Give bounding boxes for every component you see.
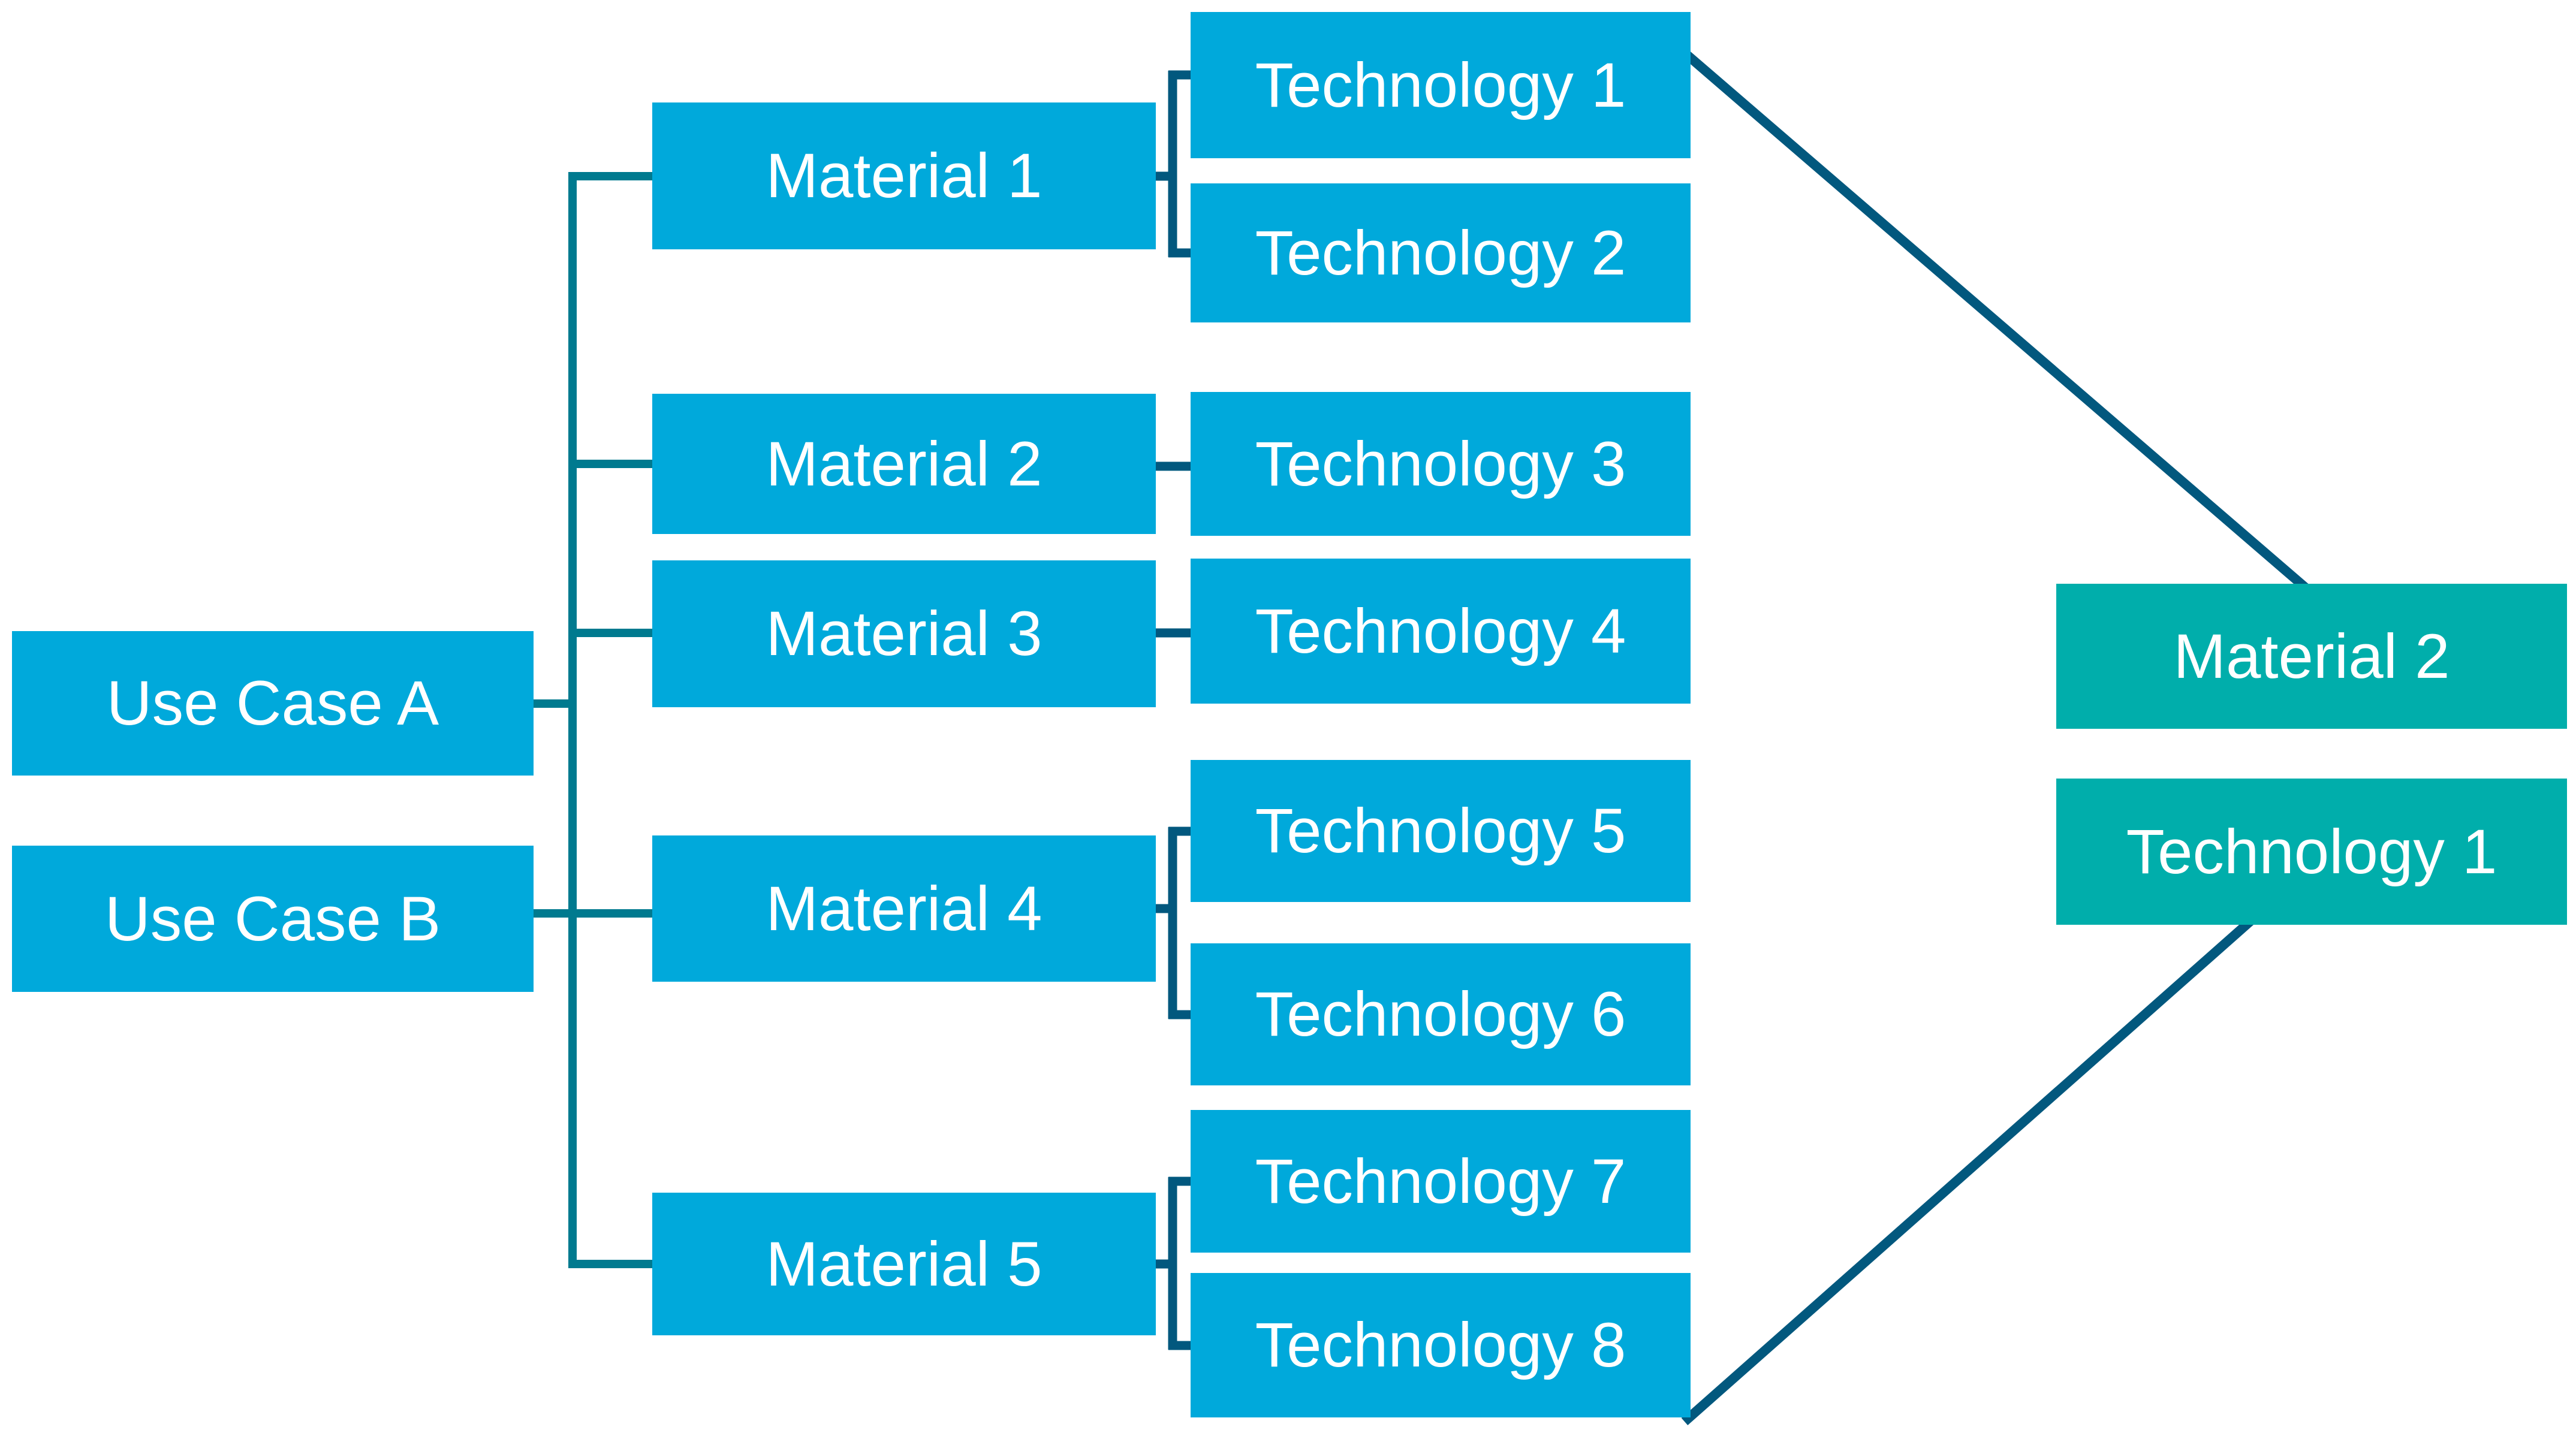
material-5-label: Material 5	[766, 1229, 1043, 1299]
right-material-2-box: Material 2	[2056, 584, 2567, 729]
use-case-a-box: Use Case A	[12, 631, 534, 776]
material-5-box: Material 5	[652, 1193, 1156, 1335]
technology-1-label: Technology 1	[1255, 50, 1626, 120]
technology-8-box: Technology 8	[1191, 1273, 1691, 1417]
technology-7-box: Technology 7	[1191, 1110, 1691, 1253]
material-1-label: Material 1	[766, 141, 1043, 211]
technology-7-label: Technology 7	[1255, 1146, 1626, 1217]
material-3-box: Material 3	[652, 560, 1156, 707]
technology-3-label: Technology 3	[1255, 429, 1626, 499]
technology-6-box: Technology 6	[1191, 943, 1691, 1085]
use-case-a-label: Use Case A	[106, 668, 439, 738]
right-material-2-label: Material 2	[2173, 621, 2450, 692]
technology-4-label: Technology 4	[1255, 596, 1626, 666]
technology-6-label: Technology 6	[1255, 979, 1626, 1049]
use-case-b-label: Use Case B	[104, 883, 441, 954]
connector-technology-8-to-right-technology-1	[1681, 898, 2276, 1425]
technology-5-label: Technology 5	[1255, 796, 1626, 866]
material-2-box: Material 2	[652, 394, 1156, 534]
material-2-label: Material 2	[766, 429, 1043, 499]
right-technology-1-label: Technology 1	[2126, 816, 2497, 887]
technology-4-box: Technology 4	[1191, 559, 1691, 704]
material-1-box: Material 1	[652, 102, 1156, 249]
technology-3-box: Technology 3	[1191, 392, 1691, 536]
technology-1-box: Technology 1	[1191, 12, 1691, 158]
right-technology-1-box: Technology 1	[2056, 779, 2567, 925]
material-3-label: Material 3	[766, 599, 1043, 669]
technology-5-box: Technology 5	[1191, 760, 1691, 902]
technology-8-label: Technology 8	[1255, 1310, 1626, 1380]
use-case-b-box: Use Case B	[12, 846, 534, 992]
technology-2-box: Technology 2	[1191, 183, 1691, 322]
material-4-label: Material 4	[766, 873, 1043, 944]
material-4-box: Material 4	[652, 835, 1156, 982]
technology-2-label: Technology 2	[1255, 218, 1626, 288]
connector-technology-1-to-right-material-2	[1681, 49, 2330, 610]
